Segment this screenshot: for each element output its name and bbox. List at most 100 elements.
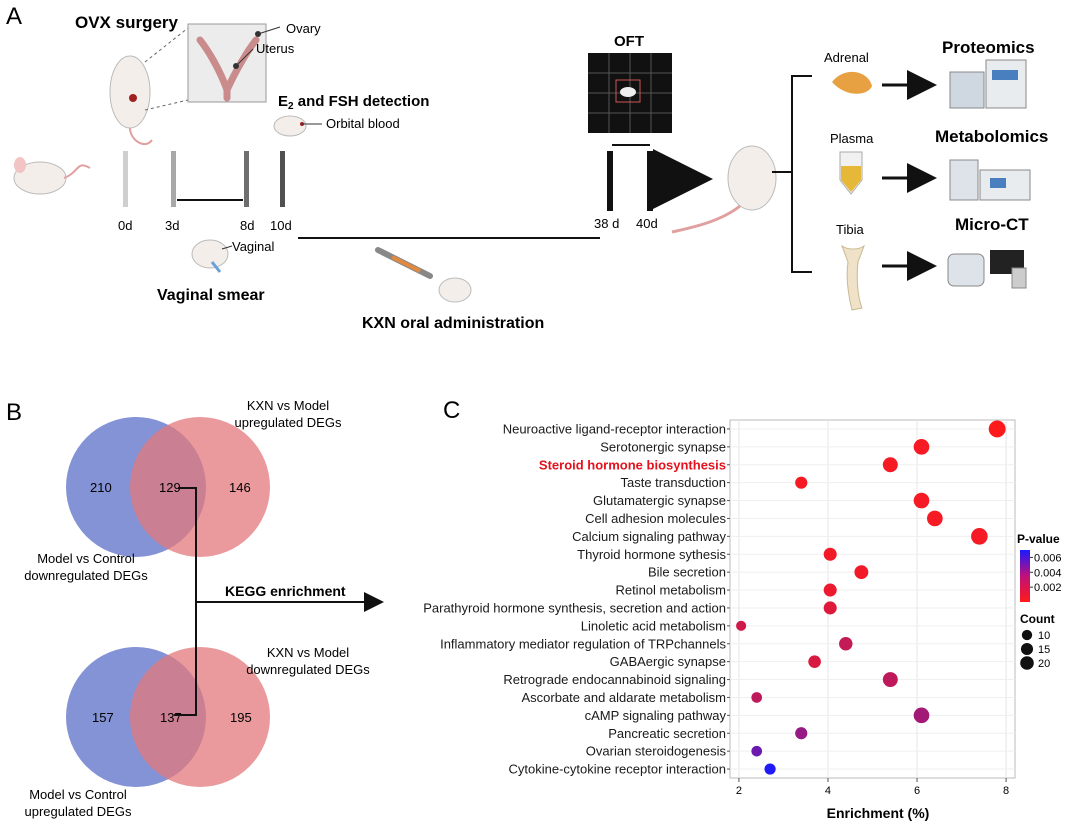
plasma-tube-icon: [839, 151, 863, 195]
venn-top-overlap-count: 129: [159, 480, 181, 495]
y-tick-label: Retinol metabolism: [615, 583, 726, 598]
y-tick-label: Cytokine-cytokine receptor interaction: [509, 762, 727, 777]
count-legend-dot: [1021, 629, 1033, 641]
y-tick-label: Ascorbate and aldarate metabolism: [521, 690, 726, 705]
y-tick-label: Bile secretion: [648, 565, 726, 580]
lcms-icon: [949, 159, 1031, 201]
venn-bottom-right-count: 195: [230, 710, 252, 725]
venn-top-right-label-2: upregulated DEGs: [235, 415, 342, 430]
count-legend-label: 15: [1038, 644, 1050, 656]
e2-fsh-label: E2 and FSH detection: [278, 93, 429, 112]
data-point: [823, 547, 837, 561]
data-point: [839, 637, 853, 651]
data-point: [823, 601, 837, 615]
panel-a-letter: A: [6, 3, 22, 30]
day-label-0d: 0d: [118, 218, 132, 233]
day-label-10d: 10d: [270, 218, 292, 233]
data-point: [882, 672, 898, 688]
data-point: [736, 620, 747, 631]
y-tick-label: Pancreatic secretion: [608, 726, 726, 741]
panel-c: C Neuroactive ligand-receptor interactio…: [423, 397, 1061, 821]
venn-top-left-label-2: downregulated DEGs: [24, 568, 148, 583]
x-tick-label: 2: [736, 785, 742, 797]
pvalue-colorbar: [1020, 550, 1030, 602]
data-point: [913, 492, 930, 509]
vaginal-label: Vaginal: [232, 239, 275, 254]
analysis-proteomics-label: Proteomics: [942, 38, 1035, 57]
micro-ct-icon: [947, 250, 1027, 289]
venn-top-left-label-1: Model vs Control: [37, 551, 135, 566]
venn-top-right-label-1: KXN vs Model: [247, 398, 329, 413]
rat-icon: [671, 145, 777, 234]
vaginal-smear-label: Vaginal smear: [157, 287, 265, 304]
uterus-label: Uterus: [256, 41, 295, 56]
y-tick-label: Glutamatergic synapse: [593, 493, 726, 508]
panel-b-letter: B: [6, 399, 22, 426]
mass-spec-icon: [949, 59, 1027, 109]
y-tick-label: Ovarian steroidogenesis: [586, 744, 727, 759]
count-legend-label: 20: [1038, 658, 1050, 670]
venn-bottom-right-label-2: downregulated DEGs: [246, 662, 370, 677]
y-axis-labels: Neuroactive ligand-receptor interactionS…: [423, 421, 730, 777]
plot-area: [729, 419, 1016, 779]
y-tick-label: Serotonergic synapse: [600, 439, 726, 454]
syringe-icon: [375, 247, 472, 303]
oft-label: OFT: [614, 33, 644, 50]
data-points: [736, 420, 1006, 775]
panel-a: A OVX surgery Ovary Uterus E2 and FSH de…: [6, 3, 1048, 332]
y-tick-label: Linoletic acid metabolism: [581, 618, 726, 633]
data-point: [751, 692, 763, 703]
data-point: [927, 510, 943, 527]
y-tick-label: Parathyroid hormone synthesis, secretion…: [423, 600, 726, 615]
panel-c-letter: C: [443, 397, 460, 424]
pvalue-tick-label: 0.006: [1034, 552, 1062, 564]
data-point: [823, 583, 837, 597]
y-tick-label: Retrograde endocannabinoid signaling: [503, 672, 726, 687]
data-point: [913, 707, 930, 724]
analysis-microct-label: Micro-CT: [955, 215, 1029, 234]
y-tick-label: Inflammatory mediator regulation of TRPc…: [440, 636, 726, 651]
venn-bottom-right-circle: [130, 647, 270, 787]
data-point: [751, 745, 763, 757]
kegg-enrichment-label: KEGG enrichment: [225, 583, 346, 599]
x-tick-label: 4: [825, 785, 831, 797]
uterus-inset: [144, 23, 281, 111]
y-tick-label: Taste transduction: [620, 475, 726, 490]
count-legend-dot: [1020, 642, 1034, 656]
y-tick-label: Calcium signaling pathway: [572, 529, 726, 544]
tissue-bracket: [772, 75, 812, 273]
ovary-label: Ovary: [286, 21, 321, 36]
venn-bottom-left-count: 157: [92, 710, 114, 725]
x-tick-label: 6: [914, 785, 920, 797]
panel-b: B 210 129 146 KXN vs Model upregulated D…: [6, 398, 384, 819]
y-tick-label: cAMP signaling pathway: [585, 708, 727, 723]
tibia-icon: [840, 244, 866, 311]
day-label-8d: 8d: [240, 218, 254, 233]
y-tick-label: Cell adhesion molecules: [585, 511, 726, 526]
tissue-tibia-label: Tibia: [836, 222, 864, 237]
timeline: [70, 149, 713, 239]
data-point: [971, 528, 988, 545]
pvalue-tick-label: 0.004: [1034, 567, 1062, 579]
mouse-icon: [13, 157, 91, 195]
data-point: [882, 457, 898, 473]
venn-top-right-count: 146: [229, 480, 251, 495]
y-tick-label: Steroid hormone biosynthesis: [539, 457, 726, 472]
pvalue-legend-title: P-value: [1017, 532, 1060, 546]
data-point: [795, 727, 808, 740]
count-legend-title: Count: [1020, 612, 1055, 626]
y-tick-label: Neuroactive ligand-receptor interaction: [503, 421, 726, 436]
day-label-40d: 40d: [636, 216, 658, 231]
venn-bottom-right-label-1: KXN vs Model: [267, 645, 349, 660]
day-label-3d: 3d: [165, 218, 179, 233]
count-legend-dot: [1020, 656, 1034, 670]
y-tick-label: Thyroid hormone sythesis: [577, 547, 726, 562]
venn-bottom-left-label-1: Model vs Control: [29, 787, 127, 802]
data-point: [808, 655, 821, 668]
vaginal-mouse-icon: [191, 239, 233, 273]
data-point: [795, 476, 808, 489]
tissue-plasma-label: Plasma: [830, 131, 874, 146]
surgery-mouse-icon: [109, 55, 153, 146]
x-axis-label: Enrichment (%): [827, 805, 930, 821]
